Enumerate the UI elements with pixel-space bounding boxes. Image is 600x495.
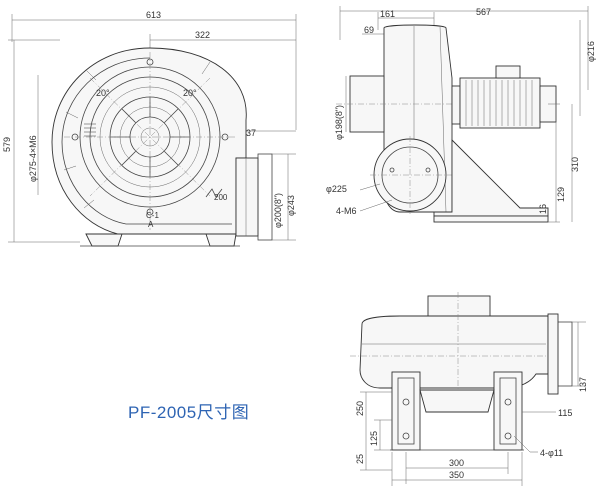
dim-angle-left: 20° (96, 88, 110, 98)
badge-label: 200 (214, 193, 228, 202)
dim-height-25: 25 (355, 454, 365, 464)
dim-offset-161: 161 (380, 9, 395, 19)
dim-span-300: 300 (449, 458, 464, 468)
dim-flange-dia: φ225 (326, 184, 347, 194)
dim-overall-length: 567 (476, 7, 491, 17)
dim-offset-37: 37 (246, 128, 256, 138)
mark-a: A (148, 220, 154, 229)
mark-c: C-1 (146, 211, 159, 220)
drawing-title: PF-2005尺寸图 (128, 403, 250, 422)
dim-span-350: 350 (449, 470, 464, 480)
top-view: 137 250 125 25 115 4-φ11 300 (350, 292, 588, 486)
dim-height-16: 16 (538, 204, 548, 214)
dim-foot-115: 115 (558, 408, 572, 418)
dim-offset-322: 322 (195, 30, 210, 40)
dim-outlet-inner: φ200(8") (273, 193, 283, 228)
dim-height-129: 129 (556, 187, 566, 202)
dim-height-579: 579 (2, 137, 12, 152)
dim-inlet-dia: φ198(8") (334, 105, 344, 140)
dim-holes: 4-φ11 (540, 448, 563, 458)
dim-angle-right: 20° (183, 88, 197, 98)
dim-outlet-outer: φ243 (286, 195, 296, 216)
logo-badge: 200 (205, 188, 228, 202)
side-view: 567 161 69 φ198(8") φ216 (326, 6, 596, 223)
dim-bolt-circle: φ275-4×M6 (28, 135, 38, 182)
dim-height-125: 125 (369, 431, 379, 446)
dim-bolts: 4-M6 (336, 206, 357, 216)
dim-outlet-137: 137 (578, 377, 588, 392)
dim-motor-dia: φ216 (586, 41, 596, 62)
dim-height-310: 310 (570, 157, 580, 172)
front-view: 613 322 37 579 φ275-4×M6 (2, 10, 297, 247)
dim-overall-width: 613 (146, 10, 161, 20)
dim-offset-69: 69 (364, 25, 374, 35)
dim-height-250: 250 (355, 401, 365, 416)
